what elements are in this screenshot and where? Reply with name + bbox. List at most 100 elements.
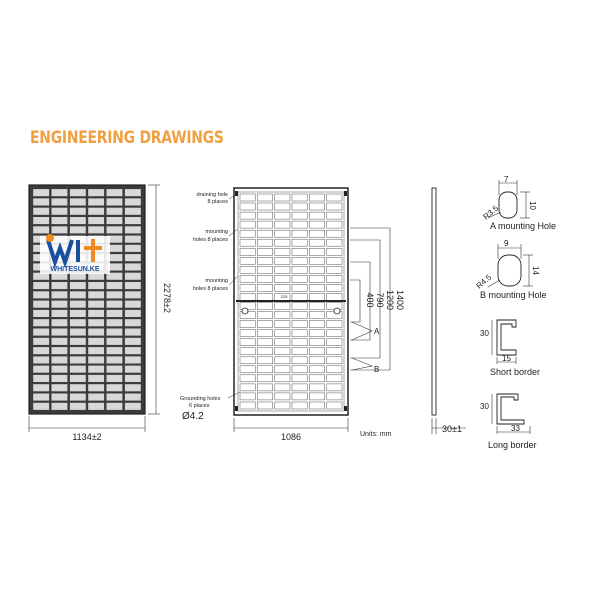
dim-1200: 1200	[385, 290, 395, 310]
solar-cell	[88, 319, 105, 327]
draining-hole-count: 8 places	[208, 199, 229, 205]
grounding-hole	[241, 307, 249, 315]
back-cell	[239, 284, 256, 292]
solar-cell	[124, 198, 141, 206]
solar-cell	[33, 393, 50, 401]
back-cell	[274, 392, 291, 401]
grounding-holes-label: Grounding holes	[180, 396, 221, 402]
back-cell	[291, 347, 308, 355]
solar-cell	[88, 356, 105, 364]
solar-cell	[69, 374, 86, 382]
solar-cell	[33, 328, 50, 336]
back-cell	[291, 311, 308, 319]
back-cell	[326, 320, 343, 328]
back-cell	[326, 257, 343, 265]
solar-cell	[69, 207, 86, 215]
back-cell	[239, 238, 256, 247]
solar-cell	[124, 244, 141, 252]
back-cell	[309, 248, 325, 256]
back-cell	[291, 284, 308, 292]
back-cell	[239, 257, 256, 265]
back-cell	[291, 202, 308, 211]
back-cell	[274, 374, 291, 383]
solar-cell	[124, 272, 141, 280]
grounding-diameter: Ø4.2	[182, 411, 204, 422]
solar-cell	[106, 198, 123, 206]
back-cell	[274, 347, 291, 355]
back-cell	[291, 193, 308, 202]
back-cell	[326, 248, 343, 256]
solar-cell	[51, 402, 68, 410]
solar-cell	[106, 374, 123, 382]
solar-cell	[124, 189, 141, 197]
back-cell	[257, 302, 273, 310]
solar-cell	[88, 300, 105, 308]
back-cell	[326, 356, 343, 365]
solar-cell	[124, 226, 141, 234]
solar-cell	[69, 337, 86, 345]
back-cell	[257, 220, 273, 229]
b-hole-slot	[497, 254, 522, 287]
b-hole-height: 14	[531, 266, 540, 275]
long-border-width: 33	[511, 424, 520, 433]
solar-cell	[33, 189, 50, 197]
solar-cell	[51, 393, 68, 401]
solar-cell	[33, 272, 50, 280]
back-cell	[239, 392, 256, 401]
solar-cell	[106, 291, 123, 299]
back-cell	[257, 383, 273, 392]
solar-cell	[33, 319, 50, 327]
back-cell	[239, 329, 256, 337]
solar-cell	[106, 226, 123, 234]
solar-cell	[124, 217, 141, 225]
long-border-caption: Long border	[488, 440, 537, 450]
solar-cell	[69, 272, 86, 280]
solar-cell	[124, 282, 141, 290]
solar-cell	[88, 309, 105, 317]
short-border-caption: Short border	[490, 367, 540, 377]
long-border-height: 30	[480, 402, 489, 411]
solar-cell	[69, 198, 86, 206]
back-cell	[257, 311, 273, 319]
solar-cell	[33, 384, 50, 392]
back-cell	[291, 329, 308, 337]
solar-cell	[106, 347, 123, 355]
back-cell	[326, 211, 343, 220]
solar-cell	[88, 217, 105, 225]
back-cell	[309, 365, 325, 374]
back-cell	[257, 229, 273, 238]
back-cell	[309, 401, 325, 410]
solar-cell	[69, 217, 86, 225]
solar-cell	[124, 337, 141, 345]
center-mark: 225	[281, 294, 288, 299]
solar-cell	[51, 272, 68, 280]
back-cell	[326, 329, 343, 337]
back-cell	[326, 229, 343, 238]
solar-cell	[69, 384, 86, 392]
solar-cell	[106, 217, 123, 225]
solar-cell	[51, 374, 68, 382]
back-cell	[309, 356, 325, 365]
solar-cell	[33, 226, 50, 234]
marker-a: A	[374, 327, 380, 336]
solar-cell	[106, 244, 123, 252]
back-cell	[257, 284, 273, 292]
b-hole-caption: B mounting Hole	[480, 290, 547, 300]
solar-cell	[51, 337, 68, 345]
solar-cell	[51, 309, 68, 317]
back-cell	[274, 238, 291, 247]
back-cell	[274, 275, 291, 283]
solar-cell	[124, 365, 141, 373]
solar-cell	[51, 300, 68, 308]
back-cell	[309, 193, 325, 202]
back-cell	[309, 383, 325, 392]
solar-cell	[69, 189, 86, 197]
back-cell	[309, 220, 325, 229]
back-cell	[239, 266, 256, 274]
back-cell	[291, 238, 308, 247]
solar-cell	[51, 365, 68, 373]
solar-cell	[124, 254, 141, 262]
b-hole-radius: R4.5	[475, 272, 494, 290]
solar-cell	[51, 384, 68, 392]
